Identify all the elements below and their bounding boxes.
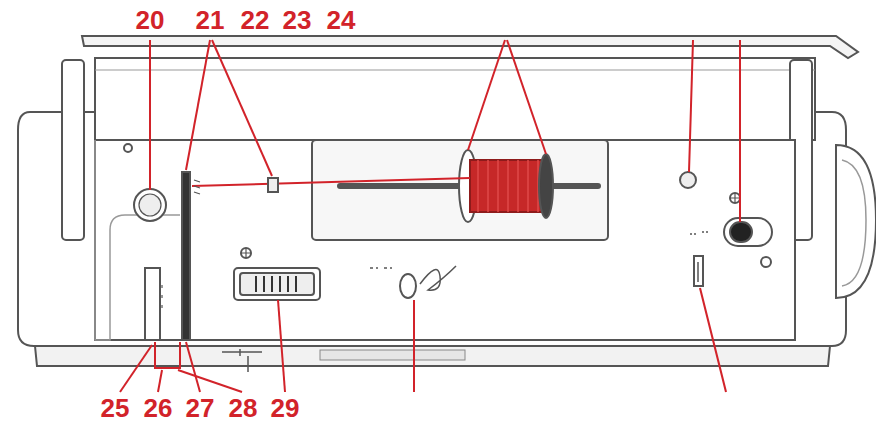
callout-number: 28 [229,393,258,423]
machine-body-part [320,350,465,360]
lid-part [95,58,815,140]
leader-lines-part [178,370,242,392]
leader-lines-part [468,40,505,150]
callout-number: 22 [241,5,270,35]
leader-lines-part [158,370,162,392]
top-deck-part [312,140,608,240]
top-deck-part [730,193,740,203]
machine-parts-part [724,218,772,246]
machine-parts-part [256,276,296,292]
callout-number: 25 [101,393,130,423]
leader-lines-part [739,40,741,222]
machine-parts-part [234,268,320,300]
callout-number: 29 [271,393,300,423]
top-deck-part [731,194,739,202]
leader-lines-part [700,288,726,392]
machine-parts-part [730,222,752,242]
leader-lines [120,40,740,392]
machine-parts-part [400,274,416,298]
machine-parts-part [680,172,696,188]
thread-spool [340,150,598,222]
machine-parts-part [268,178,278,192]
machine-parts-part [240,273,314,295]
leader-lines-part [278,300,285,392]
machine-parts-part [134,189,166,221]
top-deck-part [95,140,180,340]
machine-parts-part [420,266,456,290]
leader-lines-part [155,342,180,368]
top-deck-part [241,248,251,258]
handwheel-part [836,145,876,298]
leader-lines-part [149,40,151,190]
leader-lines-part [120,345,152,392]
leader-lines-part [413,300,415,392]
machine-parts-part [690,232,708,234]
callout-number: 20 [136,5,165,35]
leader-lines-part [186,342,200,392]
callout-number: 26 [144,393,173,423]
handwheel-part [842,160,866,286]
machine-parts-part [370,267,392,269]
machine-body-part [222,349,262,372]
machine-body-part [18,112,846,346]
callout-number: 23 [283,5,312,35]
lid-part [62,60,84,240]
callout-number: 21 [196,5,225,35]
machine-parts-part [194,180,200,194]
top-deck-part [124,144,132,152]
thread-spool-part [539,154,553,218]
handwheel [836,145,876,298]
machine-parts-part [694,256,703,286]
machine-parts-part [182,172,190,340]
leader-lines-part [212,40,272,176]
top-deck-part [761,257,771,267]
lid-part [82,36,858,58]
leader-lines-part [186,40,210,170]
machine-body [18,112,846,372]
callout-number: 24 [327,5,356,35]
leader-lines-part [689,40,693,172]
leader-lines-part [507,40,546,154]
machine-parts-part [145,268,160,340]
machine-parts [134,172,772,340]
lid-part [95,70,815,71]
thread-path [192,178,470,186]
thread-spool-part [478,160,538,212]
machine-parts-part [161,285,162,308]
top-deck-part [242,249,250,257]
thread-spool-part [470,160,544,212]
thread-path-part [192,178,470,186]
machine-parts-part [697,262,699,282]
machine-parts-part [139,194,161,216]
callout-number: 27 [186,393,215,423]
